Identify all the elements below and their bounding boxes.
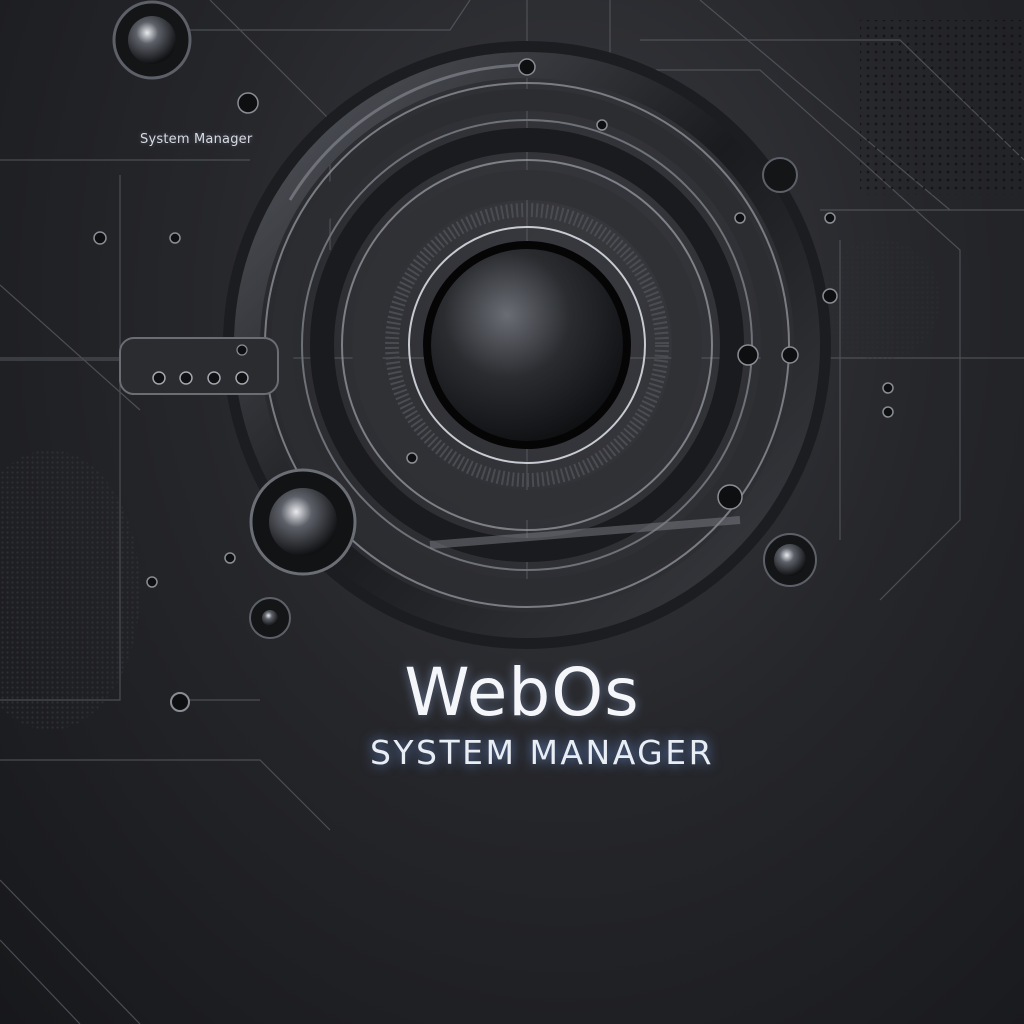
app-name: WebOs [404, 654, 640, 731]
corner-system-manager-label: System Manager [140, 132, 253, 147]
app-subtitle: SYSTEM MANAGER [369, 733, 715, 772]
brand-block: WebOs SYSTEM MANAGER [0, 655, 1024, 775]
